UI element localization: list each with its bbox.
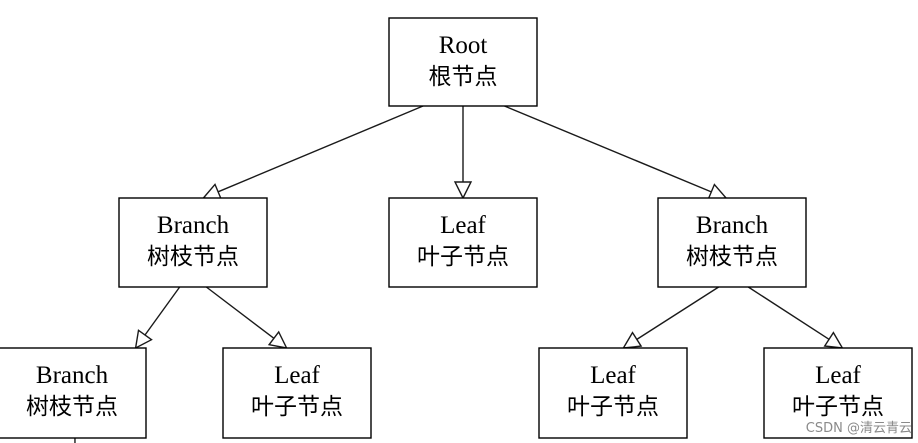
node-title: Branch bbox=[157, 212, 230, 239]
node-subtitle: 叶子节点 bbox=[417, 244, 509, 270]
node-branch-left: Branch 树枝节点 bbox=[118, 197, 268, 288]
hollow-arrowhead-icon bbox=[823, 331, 844, 349]
node-title: Leaf bbox=[590, 362, 636, 389]
node-subtitle: 树枝节点 bbox=[147, 244, 239, 270]
edge-line bbox=[217, 105, 424, 193]
branch-node-box bbox=[657, 197, 807, 288]
edges-layer bbox=[74, 105, 844, 443]
node-leaf-middle: Leaf 叶子节点 bbox=[388, 197, 538, 288]
nodes-layer: Root根节点Branch树枝节点Leaf叶子节点Branch树枝节点Branc… bbox=[0, 17, 913, 439]
edge-line bbox=[504, 105, 712, 193]
node-subtitle: 树枝节点 bbox=[686, 244, 778, 270]
node-subtitle: 树枝节点 bbox=[26, 394, 118, 420]
edge-line bbox=[205, 286, 275, 339]
root-node-box bbox=[388, 17, 538, 107]
hollow-arrowhead-icon bbox=[267, 330, 288, 349]
leaf-node-box bbox=[763, 347, 913, 439]
node-title: Leaf bbox=[274, 362, 320, 389]
edge-root-to-branch-right bbox=[504, 105, 728, 201]
node-branch-right: Branch 树枝节点 bbox=[657, 197, 807, 288]
hollow-arrowhead-icon bbox=[707, 183, 728, 201]
hollow-arrowhead-icon bbox=[134, 329, 153, 350]
hollow-arrowhead-icon bbox=[453, 181, 473, 200]
node-subtitle: 叶子节点 bbox=[792, 394, 884, 420]
edge-line bbox=[636, 286, 720, 340]
edge-root-to-leaf-middle bbox=[453, 106, 473, 200]
node-title: Root bbox=[439, 32, 488, 59]
node-title: Leaf bbox=[440, 212, 486, 239]
node-title: Branch bbox=[36, 362, 109, 389]
node-branch-bottom-left: Branch 树枝节点 bbox=[0, 347, 147, 439]
node-title: Leaf bbox=[815, 362, 861, 389]
edge-line bbox=[747, 286, 830, 340]
edge-branch-right-to-leaf-bottom-4 bbox=[747, 286, 844, 349]
hollow-arrowhead-icon bbox=[622, 331, 643, 349]
node-subtitle: 根节点 bbox=[429, 64, 498, 90]
edge-line bbox=[144, 286, 181, 336]
leaf-node-box bbox=[222, 347, 372, 439]
edge-branch-left-to-branch-bottom-left bbox=[134, 286, 181, 350]
node-leaf-bottom-3: Leaf 叶子节点 bbox=[538, 347, 688, 439]
node-root: Root 根节点 bbox=[388, 17, 538, 107]
edge-branch-left-to-leaf-bottom-2 bbox=[205, 286, 288, 349]
leaf-node-box bbox=[538, 347, 688, 439]
edge-root-to-branch-left bbox=[201, 105, 424, 200]
branch-node-box bbox=[0, 347, 147, 439]
watermark: CSDN @清云青云 bbox=[805, 421, 912, 436]
node-subtitle: 叶子节点 bbox=[567, 394, 659, 420]
node-subtitle: 叶子节点 bbox=[251, 394, 343, 420]
branch-node-box bbox=[118, 197, 268, 288]
node-leaf-bottom-2: Leaf 叶子节点 bbox=[222, 347, 372, 439]
leaf-node-box bbox=[388, 197, 538, 288]
edge-branch-right-to-leaf-bottom-3 bbox=[622, 286, 720, 349]
node-leaf-bottom-4: Leaf 叶子节点 bbox=[763, 347, 913, 439]
hollow-arrowhead-icon bbox=[201, 183, 223, 200]
node-title: Branch bbox=[696, 212, 769, 239]
